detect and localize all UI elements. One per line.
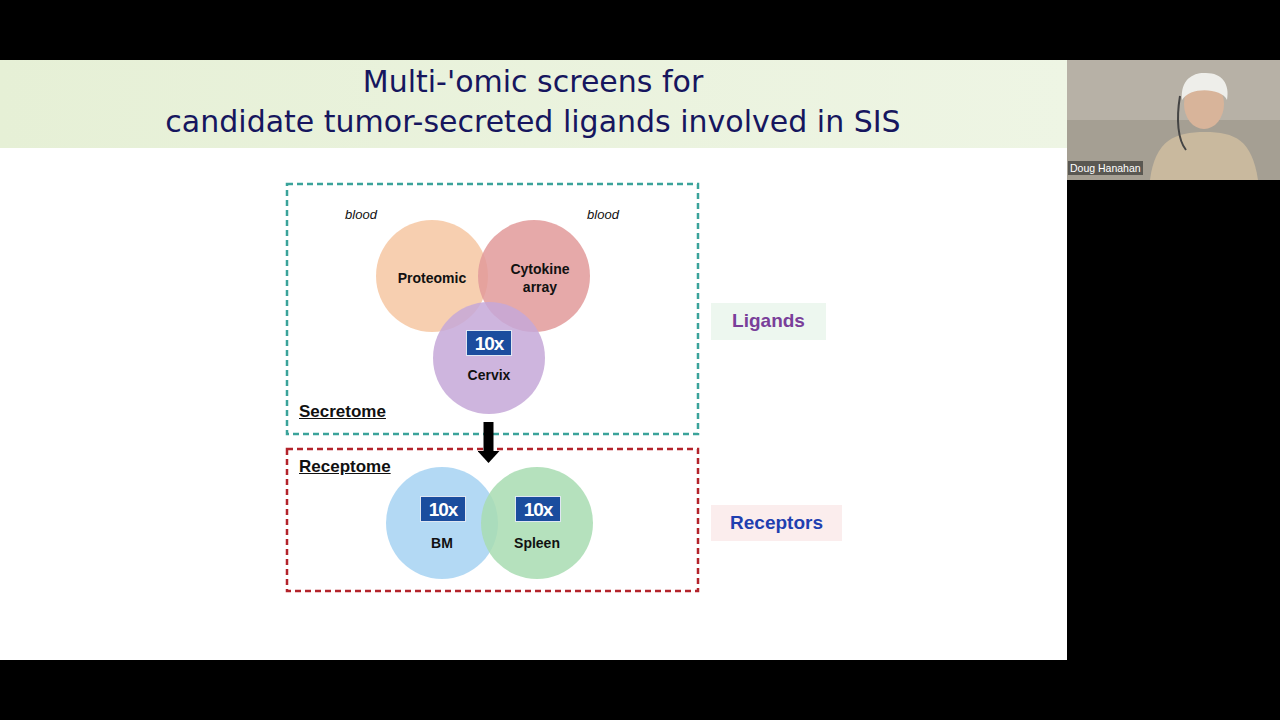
speaker-hair	[1182, 73, 1228, 100]
title-spacer	[773, 62, 973, 102]
headset-wire	[1178, 96, 1186, 150]
title-band	[0, 60, 1067, 148]
slide-area	[0, 60, 1067, 660]
node-label: Proteomic	[376, 269, 488, 287]
logo-text: 10x	[466, 330, 512, 356]
flow-arrow	[484, 422, 494, 451]
dashed-border	[287, 449, 698, 591]
node-label: Cytokine array	[500, 260, 580, 296]
node-outline	[481, 467, 593, 579]
node-label: Receptors	[711, 511, 842, 535]
node-label: BM	[386, 534, 498, 552]
node-label: Secretome	[299, 402, 386, 422]
sample-note: blood	[341, 207, 381, 222]
speaker-name: Doug Hanahan	[1068, 161, 1143, 175]
circle-shape	[433, 302, 545, 414]
ligands-tag: Ligands	[711, 303, 826, 340]
video-wall	[1067, 60, 1280, 120]
node-label: Spleen	[481, 534, 593, 552]
cervix-circle: 10xCervix	[433, 302, 545, 414]
dashed-border	[287, 184, 698, 434]
sample-note: blood	[583, 207, 623, 222]
circle-shape	[481, 467, 593, 579]
speaker-body	[1150, 132, 1258, 180]
slide-title: Multi-'omic screens for candidate tumor-…	[93, 62, 973, 142]
receptome-group: Receptome10xBM10xSpleen	[286, 448, 699, 592]
spleen-circle: 10xSpleen	[481, 467, 593, 579]
node-outline	[433, 302, 545, 414]
node-label: Cervix	[433, 366, 545, 384]
receptors-tag: Receptors	[711, 505, 842, 541]
title-text: Multi-'omic screens for candidate tumor-…	[165, 64, 900, 139]
logo-text: 10x	[515, 496, 561, 522]
node-label: Ligands	[711, 309, 826, 333]
logo-text: 10x	[420, 496, 466, 522]
video-frame	[1067, 60, 1280, 180]
node-label: Receptome	[299, 457, 391, 477]
